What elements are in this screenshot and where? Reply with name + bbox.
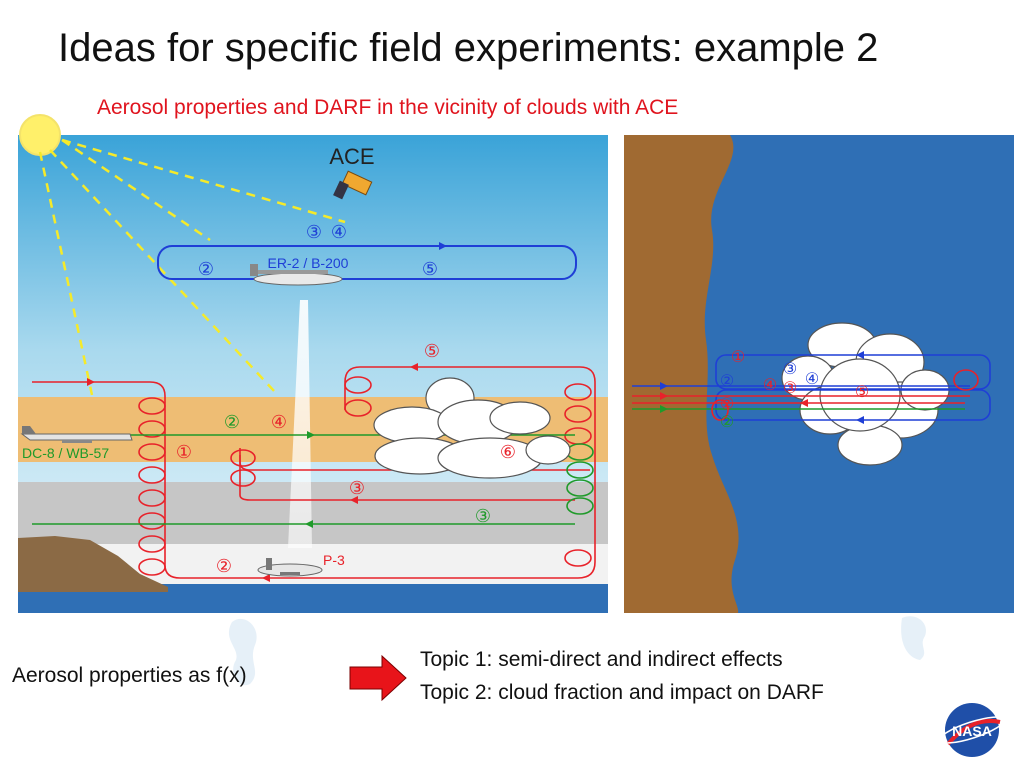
p3-label: P-3 [323, 552, 345, 568]
right-arrow-icon [349, 654, 407, 702]
p3-flight-track [32, 366, 596, 579]
marker-5-red: ⑤ [424, 341, 440, 361]
marker-3-er2: ③ [306, 222, 322, 242]
nasa-logo: NASA [938, 703, 1006, 757]
figure-subtitle: Aerosol properties and DARF in the vicin… [97, 96, 679, 119]
er2-flight-loop [157, 245, 577, 280]
sun-rays [38, 138, 346, 396]
right-marker-3-red: ③ [783, 380, 797, 397]
cloud-shape [373, 377, 571, 479]
red-arrow-2 [410, 363, 418, 371]
right-marker-5-red: ⑤ [855, 384, 869, 401]
land-mass [624, 135, 739, 613]
right-flight-tracks [632, 354, 991, 421]
p3-aircraft-icon [257, 558, 323, 577]
coastline [18, 536, 168, 592]
right-marker-2-green: ② [720, 414, 734, 431]
background-map-shapes [228, 616, 926, 686]
er2-label: ER-2 / B-200 [268, 255, 349, 271]
marker-1-red: ① [176, 442, 192, 462]
right-marker-2-blue: ② [720, 373, 734, 390]
nasa-logo-text: NASA [952, 723, 992, 739]
satellite-icon [333, 170, 373, 200]
er2-arrow [439, 242, 447, 250]
marker-2-er2: ② [198, 259, 214, 279]
right-marker-2-red: ② [720, 396, 734, 413]
dc8-aircraft-icon [20, 426, 133, 443]
lidar-beam [288, 300, 312, 548]
left-panel: ACE ③ ④ ② ⑤ ER-2 / B-200 [18, 114, 608, 613]
marker-6-red: ⑥ [500, 442, 516, 462]
satellite-label: ACE [329, 144, 374, 169]
right-panel: ① ③ ④ ② ④ ③ ⑤ ② ② [624, 135, 1014, 613]
aerosol-properties-text: Aerosol properties as f(x) [12, 664, 247, 687]
marker-3-green: ③ [475, 506, 491, 526]
red-arrow-1 [87, 378, 95, 386]
green-arrow-2 [305, 520, 313, 528]
marker-3-red: ③ [349, 478, 365, 498]
sun-icon [19, 114, 61, 156]
right-marker-4-blue: ④ [805, 371, 819, 388]
green-arrow-1 [307, 431, 315, 439]
marker-4-red: ④ [271, 412, 287, 432]
slide-title: Ideas for specific field experiments: ex… [58, 26, 879, 70]
marker-5-er2: ⑤ [422, 259, 438, 279]
red-arrow-3 [262, 574, 270, 582]
red-arrow-5 [350, 496, 358, 504]
er2-aircraft-icon [250, 264, 343, 286]
right-arrows [660, 351, 864, 424]
marker-2-green: ② [224, 412, 240, 432]
right-marker-1: ① [731, 349, 745, 366]
marker-4-er2: ④ [331, 222, 347, 242]
right-marker-3-blue: ③ [783, 361, 797, 378]
topic-1-text: Topic 1: semi-direct and indirect effect… [420, 648, 783, 671]
topic-2-text: Topic 2: cloud fraction and impact on DA… [420, 681, 824, 704]
right-marker-4-red: ④ [763, 377, 777, 394]
dc8-label: DC-8 / WB-57 [22, 445, 109, 461]
haze-layer [18, 482, 608, 544]
marker-2-red: ② [216, 556, 232, 576]
